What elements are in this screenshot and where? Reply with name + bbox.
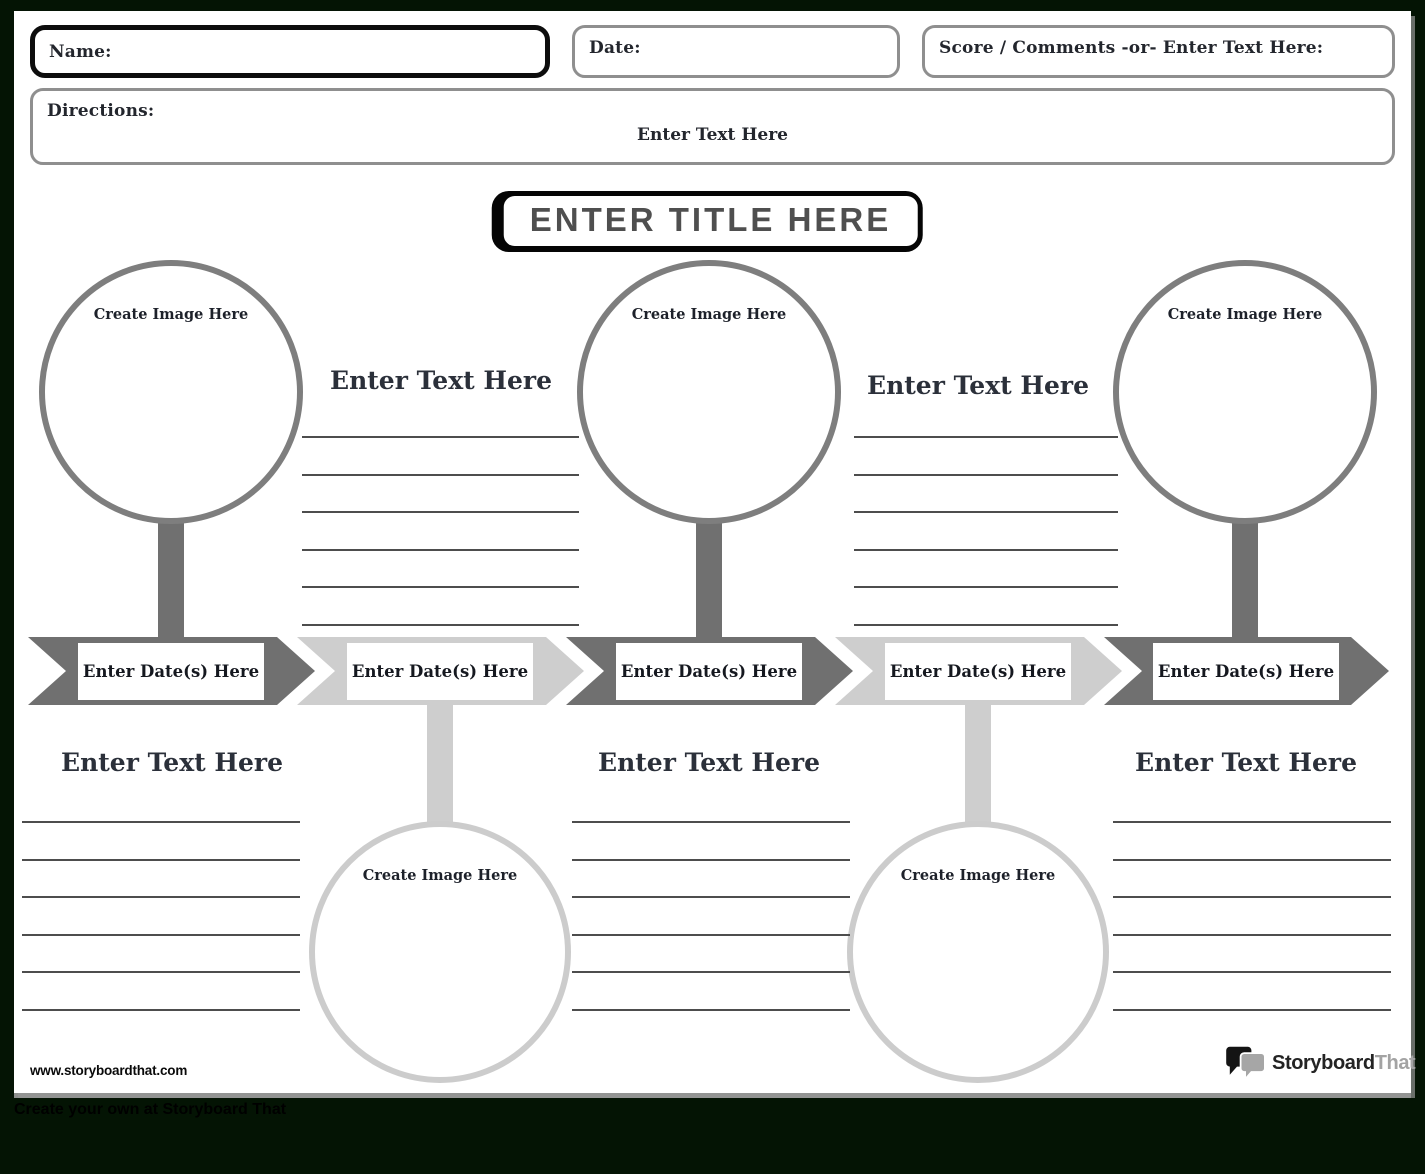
title-box[interactable]: ENTER TITLE HERE [491, 191, 923, 252]
connector-stub [158, 516, 184, 648]
date-label: Date: [589, 38, 641, 58]
ruled-lines[interactable] [572, 821, 850, 1021]
date-placeholder-label: Enter Date(s) Here [889, 662, 1067, 681]
image-placeholder-label: Create Image Here [631, 306, 787, 323]
tagline-text: Create your own at Storyboard That [14, 1101, 287, 1118]
logo-storyboard-text: Storyboard [1272, 1051, 1375, 1074]
text-section-heading[interactable]: Enter Text Here [598, 748, 820, 777]
image-placeholder-circle[interactable]: Create Image Here [1113, 260, 1377, 524]
date-placeholder-label: Enter Date(s) Here [82, 662, 260, 681]
image-placeholder-label: Create Image Here [1167, 306, 1323, 323]
website-url: www.storyboardthat.com [30, 1063, 188, 1078]
directions-field[interactable]: Directions: Enter Text Here [30, 88, 1395, 165]
text-section-heading[interactable]: Enter Text Here [61, 748, 283, 777]
title-placeholder[interactable]: ENTER TITLE HERE [529, 201, 892, 238]
date-placeholder-box[interactable]: Enter Date(s) Here [616, 643, 802, 700]
date-field[interactable]: Date: [572, 25, 900, 78]
date-placeholder-box[interactable]: Enter Date(s) Here [78, 643, 264, 700]
name-field[interactable]: Name: [30, 25, 550, 78]
image-placeholder-circle[interactable]: Create Image Here [847, 821, 1109, 1083]
ruled-lines[interactable] [1113, 821, 1391, 1021]
image-placeholder-label: Create Image Here [900, 867, 1056, 884]
image-placeholder-label: Create Image Here [93, 306, 249, 323]
image-placeholder-label: Create Image Here [362, 867, 518, 884]
date-placeholder-box[interactable]: Enter Date(s) Here [1153, 643, 1339, 700]
speech-bubbles-icon [1226, 1046, 1266, 1081]
ruled-lines[interactable] [302, 436, 579, 636]
connector-stub [696, 516, 722, 648]
date-placeholder-label: Enter Date(s) Here [1157, 662, 1335, 681]
storyboardthat-logo: StoryboardThat [1226, 1045, 1416, 1081]
score-comments-label: Score / Comments -or- Enter Text Here: [939, 38, 1324, 58]
image-placeholder-circle[interactable]: Create Image Here [39, 260, 303, 524]
text-section-heading[interactable]: Enter Text Here [330, 366, 552, 395]
text-section-heading[interactable]: Enter Text Here [867, 371, 1089, 400]
connector-stub [1232, 516, 1258, 648]
text-section-heading[interactable]: Enter Text Here [1135, 748, 1357, 777]
title-box-inner: ENTER TITLE HERE [503, 196, 918, 246]
connector-stub [427, 699, 453, 831]
image-placeholder-circle[interactable]: Create Image Here [577, 260, 841, 524]
directions-placeholder[interactable]: Enter Text Here [637, 125, 788, 145]
score-comments-field[interactable]: Score / Comments -or- Enter Text Here: [922, 25, 1395, 78]
ruled-lines[interactable] [854, 436, 1118, 636]
ruled-lines[interactable] [22, 821, 300, 1021]
date-placeholder-label: Enter Date(s) Here [620, 662, 798, 681]
worksheet-page: Name: Date: Score / Comments -or- Enter … [14, 11, 1416, 1093]
name-label: Name: [49, 42, 112, 62]
connector-stub [965, 699, 991, 831]
image-placeholder-circle[interactable]: Create Image Here [309, 821, 571, 1083]
date-placeholder-box[interactable]: Enter Date(s) Here [885, 643, 1071, 700]
logo-that-text: That [1374, 1051, 1416, 1074]
directions-label: Directions: [47, 101, 155, 121]
date-placeholder-box[interactable]: Enter Date(s) Here [347, 643, 533, 700]
date-placeholder-label: Enter Date(s) Here [351, 662, 529, 681]
